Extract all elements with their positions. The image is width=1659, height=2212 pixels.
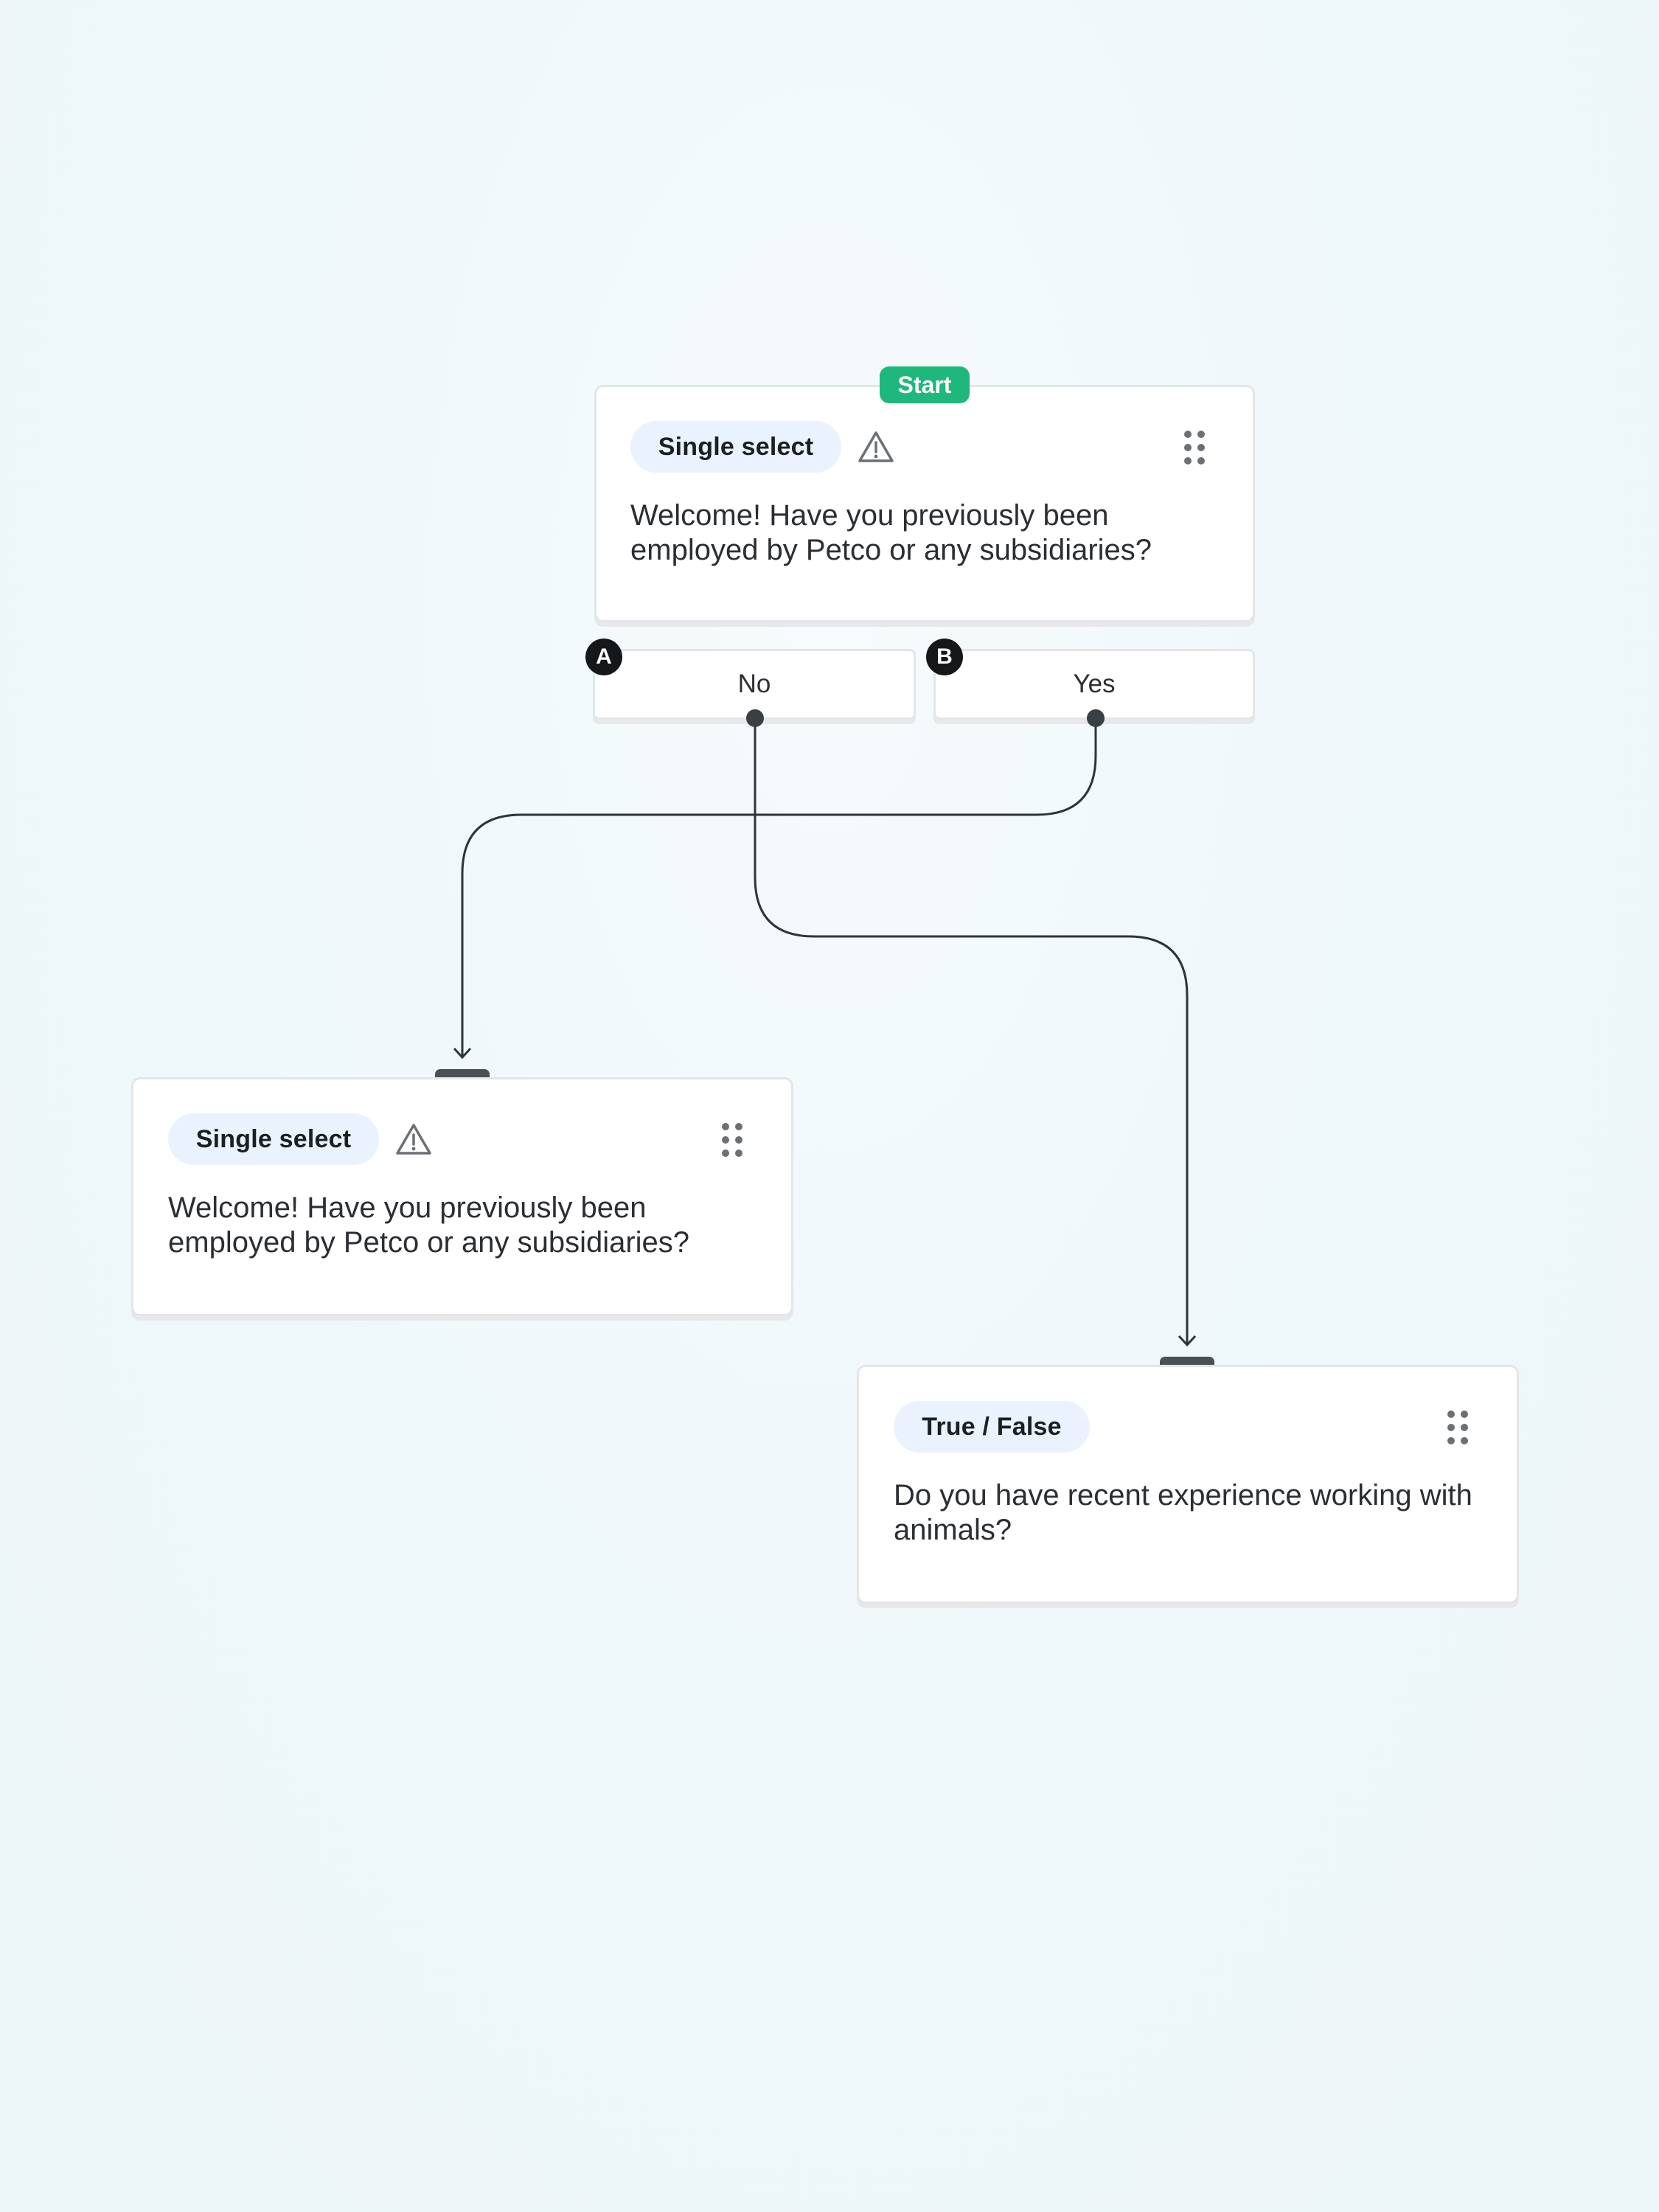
connector-no-to-right-node: [754, 719, 1189, 1344]
start-badge: Start: [880, 366, 970, 403]
warning-triangle-icon[interactable]: [395, 1122, 432, 1156]
output-port-no[interactable]: [746, 709, 764, 727]
option-letter-b: B: [926, 639, 963, 675]
output-port-yes[interactable]: [1087, 709, 1105, 727]
option-letter-a: A: [585, 639, 622, 675]
question-type-chip: Single select: [168, 1113, 379, 1165]
question-type-chip: True / False: [894, 1401, 1090, 1453]
question-type-chip: Single select: [630, 421, 841, 473]
arrow-down-icon: [1178, 1335, 1197, 1347]
drag-handle-icon[interactable]: [1446, 1409, 1470, 1446]
question-text: Welcome! Have you previously been employ…: [630, 499, 1152, 566]
option-no[interactable]: No: [593, 649, 916, 720]
warning-triangle-icon[interactable]: [858, 430, 894, 464]
drag-handle-icon[interactable]: [720, 1121, 744, 1158]
drag-handle-icon[interactable]: [1183, 429, 1206, 466]
option-yes[interactable]: Yes: [933, 649, 1255, 720]
question-text: Do you have recent experience working wi…: [894, 1479, 1472, 1546]
connector-yes-to-left-node: [461, 719, 1097, 1057]
arrow-down-icon: [453, 1047, 472, 1060]
question-text: Welcome! Have you previously been employ…: [168, 1192, 690, 1259]
